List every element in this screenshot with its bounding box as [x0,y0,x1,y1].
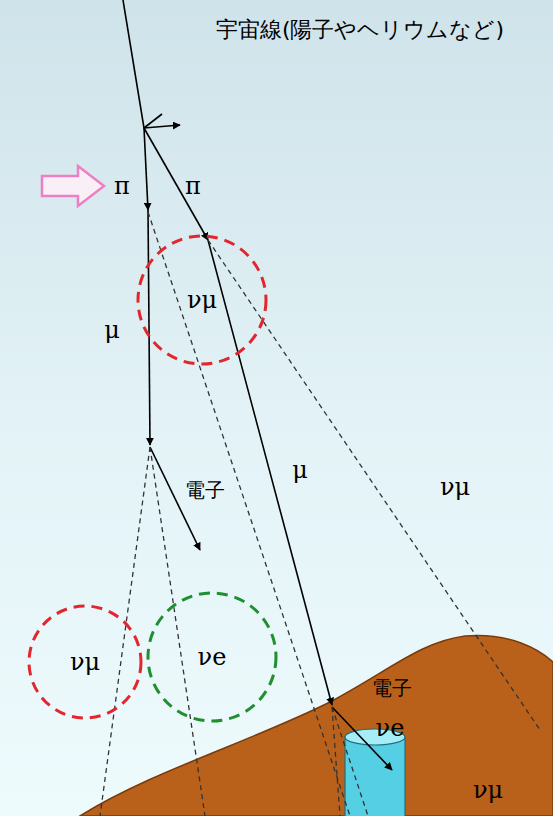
neutrino-label: νμ [440,474,470,500]
detector-tank [345,729,405,816]
neutrino-tracks [100,212,540,816]
neutrino-label: νμ [473,777,503,803]
pion-label: π [185,173,201,199]
neutrino-track [100,447,150,816]
muon-label: μ [292,457,308,483]
neutrino-label: νe [376,715,405,741]
dashed-circle [148,593,276,721]
mountain [80,635,553,816]
cosmic-ray-label: 宇宙線(陽子やヘリウムなど) [216,18,504,42]
dashed-circle [29,606,141,718]
pointer-arrow [42,166,104,206]
muon-label: μ [104,317,120,343]
dashed-circle [138,236,266,364]
particle-symbol: νμ [70,649,100,675]
neutrino-track [332,707,340,816]
particle-symbol: νe [198,644,227,670]
fragment-track [144,125,180,128]
particle-symbol: νμ [187,287,217,313]
neutrino-highlight-circle: νe [146,591,278,723]
neutrino-track [148,212,350,816]
neutrino-highlight-circle: νμ [136,234,268,366]
neutrino-track [150,447,205,816]
electron-label: 電子 [185,479,225,501]
muon-track [208,240,332,705]
pion-label: π [114,173,130,199]
neutrino-track [332,707,368,816]
particle-tracks [123,0,392,770]
neutrino-highlight-circle: νμ [27,604,143,720]
pion-track [144,128,148,210]
pion-track [144,128,208,240]
electron-label: 電子 [372,677,412,699]
cosmic-ray-track [123,0,144,128]
fragment-track [144,114,162,128]
neutrino-track [208,240,540,730]
muon-track [148,210,150,445]
